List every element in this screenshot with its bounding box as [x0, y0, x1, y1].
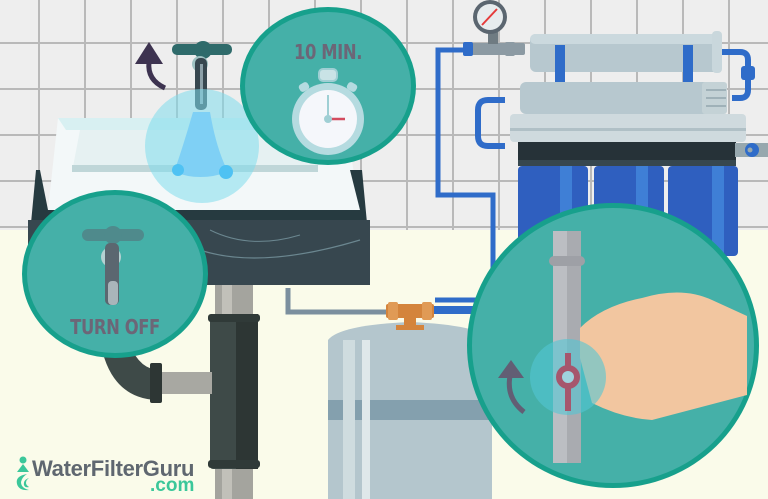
turn-on-arrow-icon	[135, 42, 167, 91]
stopwatch-icon	[292, 68, 364, 155]
wait-label: 10 MIN.	[293, 40, 363, 64]
faucet-icon	[82, 226, 144, 305]
water-drop-logo-icon	[16, 456, 29, 491]
step-badge-turn-off: TURN OFF	[22, 190, 208, 358]
ro-membrane-housings	[510, 31, 746, 142]
step-badge-open-valve	[467, 203, 759, 488]
storage-tank	[328, 322, 492, 499]
brass-t-connector	[386, 302, 474, 330]
brand-name: WaterFilterGuru	[32, 456, 195, 481]
hand-turning-valve-icon	[498, 231, 747, 463]
brand-logo: WaterFilterGuru .com	[10, 456, 220, 496]
drain-pipe	[100, 285, 260, 499]
brand-suffix: .com	[150, 475, 195, 496]
water-flow-icon	[145, 89, 259, 203]
turn-off-label: TURN OFF	[70, 315, 160, 339]
step-badge-wait: 10 MIN.	[240, 7, 416, 165]
pressure-gauge-icon	[463, 0, 525, 56]
